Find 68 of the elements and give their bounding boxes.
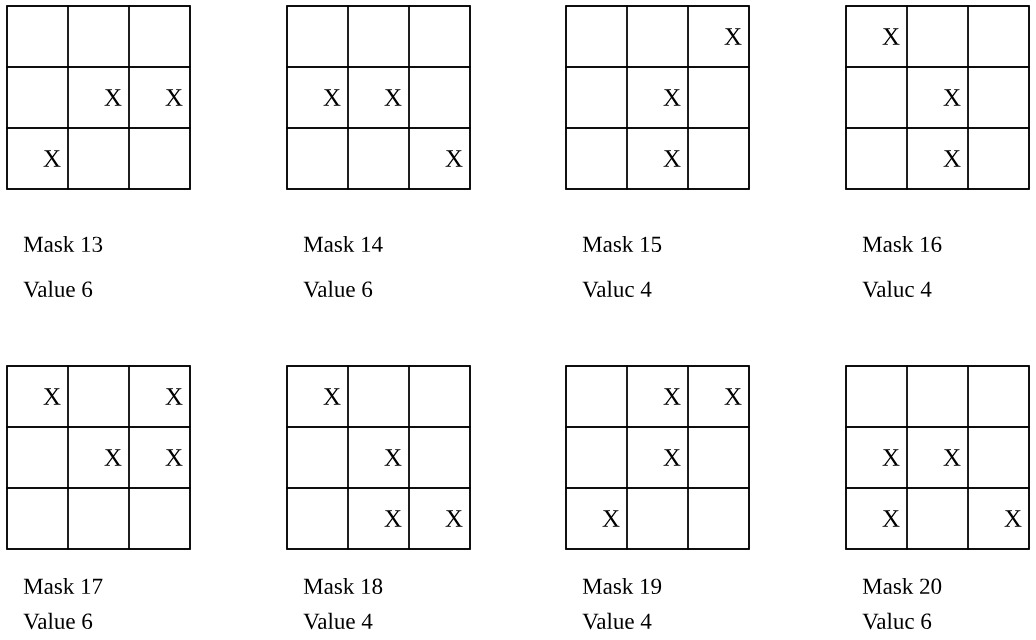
marked-cell: X xyxy=(845,487,908,550)
empty-cell xyxy=(967,426,1030,489)
marked-cell: X xyxy=(687,365,750,428)
caption-text: Mask 15 xyxy=(582,235,662,253)
empty-cell xyxy=(906,487,969,550)
marked-cell: X xyxy=(347,487,410,550)
caption-text: Value 4 xyxy=(582,612,652,630)
marked-cell: X xyxy=(408,127,471,190)
node-label: X xyxy=(43,388,61,405)
marked-cell: X xyxy=(967,487,1030,550)
marked-cell: X xyxy=(347,426,410,489)
marked-cell: X xyxy=(626,66,689,129)
grid xyxy=(845,5,1030,190)
empty-cell xyxy=(408,426,471,489)
empty-cell xyxy=(687,487,750,550)
empty-cell xyxy=(626,487,689,550)
marked-cell: X xyxy=(626,365,689,428)
caption-text: Valuc 4 xyxy=(582,280,652,298)
marked-cell: X xyxy=(67,426,130,489)
marked-cell: X xyxy=(626,426,689,489)
empty-cell xyxy=(67,127,130,190)
marked-cell: X xyxy=(906,426,969,489)
empty-cell xyxy=(408,66,471,129)
empty-cell xyxy=(128,487,191,550)
caption-text: Mask 19 xyxy=(582,577,662,595)
grid xyxy=(565,365,750,550)
grid xyxy=(6,5,191,190)
caption-text: Valuc 6 xyxy=(862,612,932,630)
empty-cell xyxy=(347,127,410,190)
marked-cell: X xyxy=(128,66,191,129)
marked-cell: X xyxy=(128,365,191,428)
grid xyxy=(286,365,471,550)
caption-text: Mask 13 xyxy=(23,235,103,253)
caption-text: Mask 17 xyxy=(23,577,103,595)
marked-cell: X xyxy=(6,127,69,190)
marked-cell: X xyxy=(347,66,410,129)
grid xyxy=(6,365,191,550)
empty-cell xyxy=(967,66,1030,129)
node-label: X xyxy=(323,388,341,405)
caption-text: Value 6 xyxy=(23,612,93,630)
marked-cell: X xyxy=(67,66,130,129)
caption-text: Mask 14 xyxy=(303,235,383,253)
marked-cell: X xyxy=(128,426,191,489)
marked-cell: X xyxy=(565,487,628,550)
grid xyxy=(845,365,1030,550)
empty-cell xyxy=(67,487,130,550)
empty-cell xyxy=(687,127,750,190)
caption-text: Mask 20 xyxy=(862,577,942,595)
caption-text: Mask 18 xyxy=(303,577,383,595)
marked-cell: X xyxy=(906,127,969,190)
node-label: X xyxy=(882,28,900,45)
caption-text: Value 6 xyxy=(303,280,373,298)
caption-text: Value 4 xyxy=(303,612,373,630)
grid xyxy=(565,5,750,190)
caption-text: Mask 16 xyxy=(862,235,942,253)
empty-cell xyxy=(967,127,1030,190)
empty-cell xyxy=(687,426,750,489)
caption-text: Valuc 4 xyxy=(862,280,932,298)
caption-text: Value 6 xyxy=(23,280,93,298)
marked-cell: X xyxy=(687,5,750,68)
empty-cell xyxy=(687,66,750,129)
marked-cell: X xyxy=(286,66,349,129)
marked-cell: X xyxy=(845,426,908,489)
marked-cell: X xyxy=(626,127,689,190)
marked-cell: X xyxy=(906,66,969,129)
grid xyxy=(286,5,471,190)
marked-cell: X xyxy=(408,487,471,550)
empty-cell xyxy=(128,127,191,190)
